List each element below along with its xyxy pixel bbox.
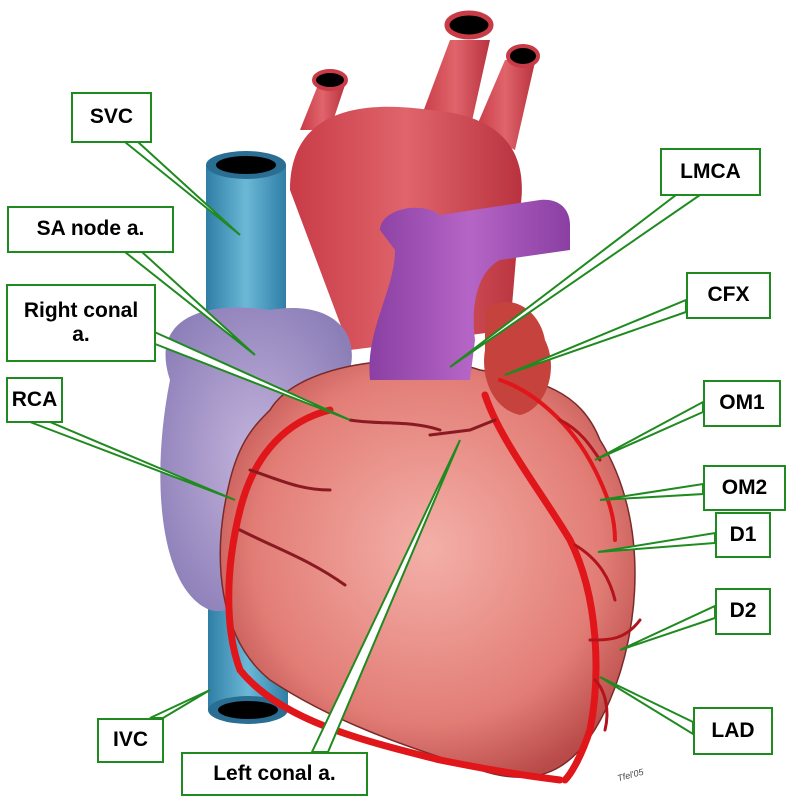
leader-ivc [149,689,211,719]
rca-artery [225,406,564,784]
lad-artery [481,391,600,784]
leader-lad [599,676,694,736]
pulmonary-trunk [369,199,570,380]
label-d1: D1 [715,512,771,558]
label-sa-node-artery: SA node a. [7,206,174,253]
lad-branch [593,678,609,732]
cfx-artery [498,378,617,542]
d2-branch [588,618,642,642]
label-right-conal-artery: Right conal a. [6,284,156,362]
label-lad: LAD [693,707,773,755]
label-om2: OM2 [703,465,786,511]
rca-branch [248,468,332,492]
ventricles [219,359,636,778]
label-d2: D2 [715,588,771,635]
rca-branch [238,528,347,587]
coronary-arteries [225,378,642,784]
right-conal-branch [348,418,442,432]
label-om1: OM1 [703,380,781,427]
label-ivc: IVC [97,718,164,763]
label-left-conal-artery: Left conal a. [181,752,368,796]
d1-branch [573,543,617,602]
label-cfx: CFX [686,272,771,319]
label-lmca: LMCA [660,148,761,196]
leader-om1 [594,400,704,461]
label-svc: SVC [71,92,152,143]
callout-leaders [29,141,716,753]
om-branch [558,418,602,462]
label-rca: RCA [6,377,63,423]
left-conal-branch [428,418,497,437]
